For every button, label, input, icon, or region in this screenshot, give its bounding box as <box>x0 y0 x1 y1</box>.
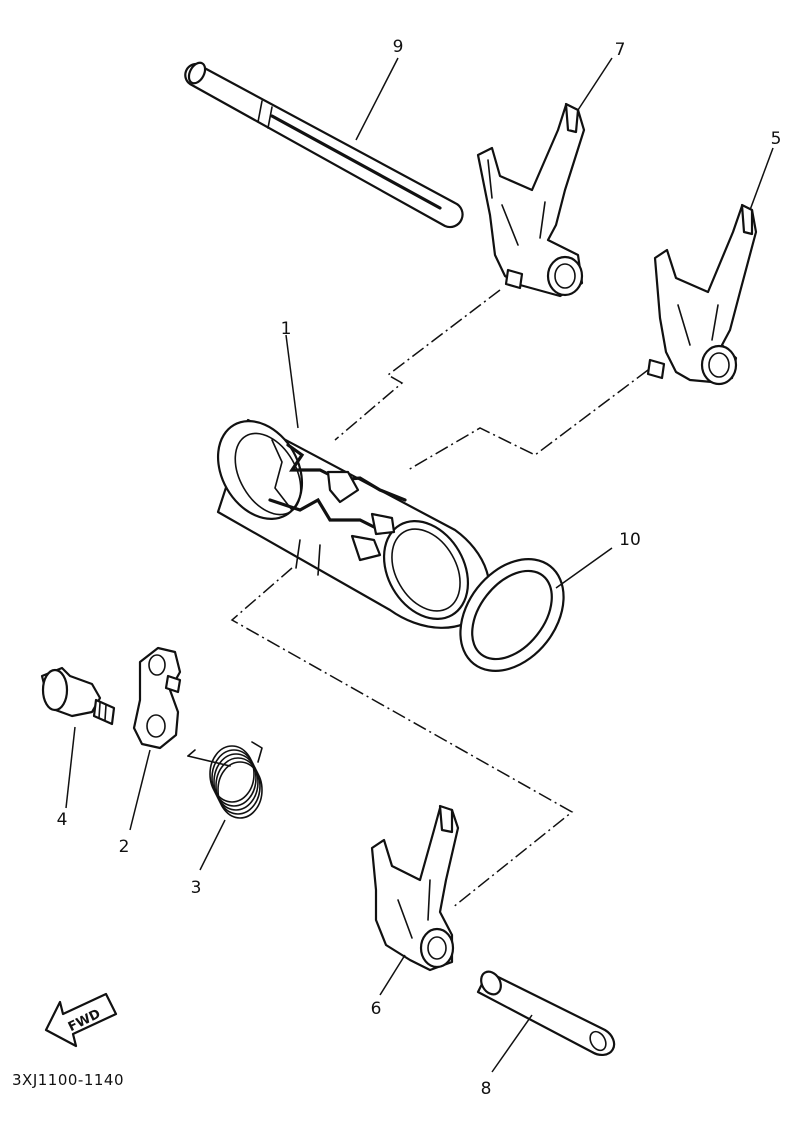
callout-10: 10 <box>619 530 641 550</box>
callout-2: 2 <box>119 837 130 857</box>
shift-fork-part-7 <box>476 102 586 298</box>
leader-lines <box>65 57 774 1073</box>
callout-9: 9 <box>393 37 404 57</box>
guide-bar-part-8 <box>476 970 616 1057</box>
callout-8: 8 <box>481 1079 492 1099</box>
callout-5: 5 <box>771 129 782 149</box>
callout-numbers: 1 2 3 4 5 6 7 8 9 10 <box>57 37 782 1099</box>
shift-drum-part-1 <box>216 418 491 629</box>
callout-4: 4 <box>57 810 68 830</box>
fwd-arrow: FWD <box>44 992 118 1048</box>
shift-fork-part-6 <box>370 804 460 972</box>
torsion-spring-part-3 <box>187 741 263 819</box>
callout-7: 7 <box>615 40 626 60</box>
assembly-chain-lines <box>230 289 649 909</box>
shift-lever-part-2 <box>132 646 182 750</box>
guide-bar-part-9 <box>184 61 464 229</box>
washer-part-10 <box>459 558 565 672</box>
callout-3: 3 <box>191 878 202 898</box>
bolt-part-4 <box>40 666 116 726</box>
shift-fork-part-5 <box>646 203 758 386</box>
reference-code: 3XJ1100-1140 <box>12 1071 124 1089</box>
callout-1: 1 <box>281 319 292 339</box>
callout-6: 6 <box>371 999 382 1019</box>
